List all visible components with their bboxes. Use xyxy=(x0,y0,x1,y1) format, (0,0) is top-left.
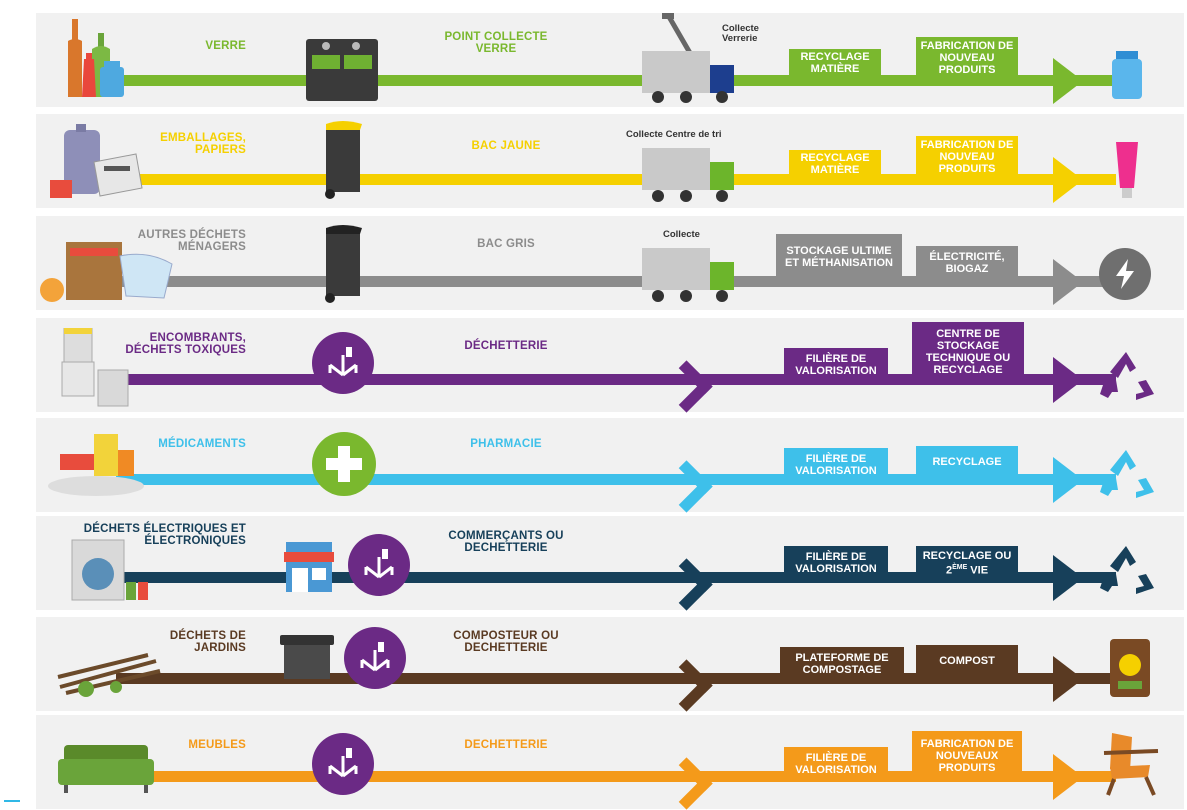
collect-label: Collecte Centre de tri xyxy=(626,129,722,140)
row-label: DÉCHETS DE JARDINS xyxy=(169,630,246,654)
row-medicaments: MÉDICAMENTS PHARMACIE FILIÈRE DE VALORIS… xyxy=(36,418,1184,513)
collection-point-label: DECHETTERIE xyxy=(464,739,548,751)
glass-jar-icon xyxy=(1112,51,1142,99)
row-label: MÉDICAMENTS xyxy=(158,438,246,450)
washing-machine-icon xyxy=(71,539,148,601)
step1-box: FILIÈRE DE VALORISATION xyxy=(784,747,888,781)
dechetterie-icon xyxy=(348,534,410,596)
collection-truck-icon xyxy=(642,248,734,302)
row-label: VERRE xyxy=(205,40,246,52)
collection-point-label: BAC GRIS xyxy=(477,238,535,250)
step1-box: RECYCLAGE MATIÈRE xyxy=(789,150,881,178)
row-label: DÉCHETS ÉLECTRIQUES ET ÉLECTRONIQUES xyxy=(83,523,246,547)
garden-waste-icon xyxy=(57,653,161,697)
shop-icon xyxy=(284,542,334,592)
step2-box: RECYCLAGE OU 2ÈME VIE xyxy=(916,546,1018,580)
row-verre: VERRE POINT COLLECTE VERRE Collecte Verr… xyxy=(36,13,1184,107)
yellow-bin-icon xyxy=(325,121,362,199)
row-emballages: EMBALLAGES, PAPIERS BAC JAUNE Collecte C… xyxy=(36,114,1184,208)
recycle-icon xyxy=(1100,352,1154,400)
step2-box: CENTRE DE STOCKAGE TECHNIQUE OU RECYCLAG… xyxy=(912,322,1024,382)
row-label: MEUBLES xyxy=(188,739,246,751)
armchair-icon xyxy=(1103,733,1159,796)
crane-truck-icon xyxy=(642,13,734,103)
collection-point-label: PHARMACIE xyxy=(470,438,542,450)
step1-box: RECYCLAGE MATIÈRE xyxy=(789,49,881,77)
step2-box: FABRICATION DE NOUVEAUX PRODUITS xyxy=(912,731,1022,781)
packaging-papers-icon xyxy=(50,124,143,198)
compost-bag-icon xyxy=(1110,639,1150,697)
dechetterie-icon xyxy=(312,332,374,394)
row-label: EMBALLAGES, PAPIERS xyxy=(160,132,246,156)
lightning-icon xyxy=(1099,248,1151,300)
dechetterie-icon xyxy=(344,627,406,689)
collect-label: Collecte Verrerie xyxy=(722,23,759,44)
step1-box: FILIÈRE DE VALORISATION xyxy=(784,448,888,482)
dechetterie-icon xyxy=(312,733,374,795)
medicines-icon xyxy=(48,434,144,496)
row-autres: AUTRES DÉCHETS MÉNAGERS BAC GRIS Collect… xyxy=(36,216,1184,310)
row-electriques: DÉCHETS ÉLECTRIQUES ET ÉLECTRONIQUES COM… xyxy=(36,516,1184,611)
step1-box: FILIÈRE DE VALORISATION xyxy=(784,546,888,580)
collection-point-label: POINT COLLECTE VERRE xyxy=(444,31,548,55)
sofa-icon xyxy=(58,745,154,793)
step2-box: FABRICATION DE NOUVEAU PRODUITS xyxy=(916,37,1018,79)
recycle-icon xyxy=(1100,546,1154,594)
household-waste-icon xyxy=(40,242,173,302)
collection-point-label: DÉCHETTERIE xyxy=(464,340,548,352)
glass-bottles-icon xyxy=(68,19,124,97)
row-jardins: DÉCHETS DE JARDINS COMPOSTEUR OU DECHETT… xyxy=(36,617,1184,712)
paint-cans-icon xyxy=(61,328,129,407)
grey-bin-icon xyxy=(325,225,362,303)
row-label: AUTRES DÉCHETS MÉNAGERS xyxy=(137,229,246,253)
collection-truck-icon xyxy=(642,148,734,202)
glass-container-icon xyxy=(306,39,378,101)
collection-point-label: COMMERÇANTS OU DECHETTERIE xyxy=(448,530,564,554)
step1-box: PLATEFORME DE COMPOSTAGE xyxy=(780,647,904,681)
collect-label: Collecte xyxy=(663,229,700,240)
step2-box: COMPOST xyxy=(916,645,1018,677)
collection-point-label: COMPOSTEUR OU DECHETTERIE xyxy=(453,630,559,654)
pharmacy-icon xyxy=(312,432,376,496)
collection-point-label: BAC JAUNE xyxy=(471,140,541,152)
row-encombrants: ENCOMBRANTS, DÉCHETS TOXIQUES DÉCHETTERI… xyxy=(36,318,1184,413)
step2-text: RECYCLAGE OU 2ÈME VIE xyxy=(922,549,1012,577)
step2-box: RECYCLAGE xyxy=(916,446,1018,478)
step1-box: FILIÈRE DE VALORISATION xyxy=(784,348,888,382)
compost-bin-icon xyxy=(280,635,334,679)
recycle-icon xyxy=(1100,450,1154,498)
row-label: ENCOMBRANTS, DÉCHETS TOXIQUES xyxy=(125,332,246,356)
step2-box: ÉLECTRICITÉ, BIOGAZ xyxy=(916,246,1018,280)
step1-box: STOCKAGE ULTIME ET MÉTHANISATION xyxy=(776,234,902,280)
tube-icon xyxy=(1116,142,1138,198)
corner-mark xyxy=(4,800,20,802)
row-meubles: MEUBLES DECHETTERIE FILIÈRE DE VALORISAT… xyxy=(36,715,1184,810)
step2-box: FABRICATION DE NOUVEAU PRODUITS xyxy=(916,136,1018,178)
